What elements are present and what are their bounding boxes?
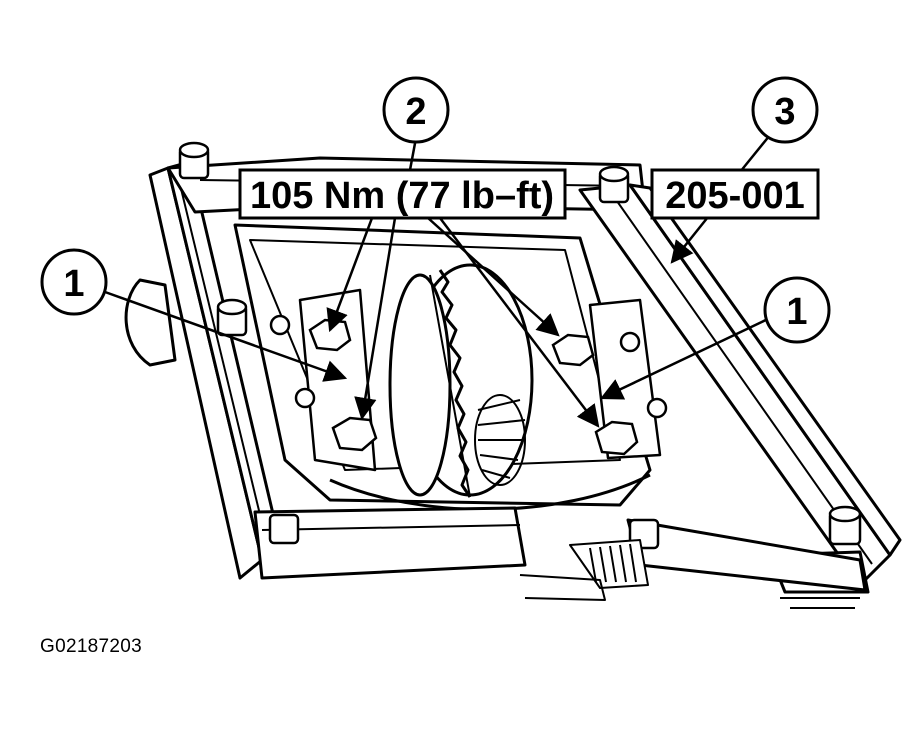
bottom-clamp-bars <box>253 506 867 601</box>
torque-spec-box: 105 Nm (77 lb–ft) <box>238 168 567 220</box>
callout-3: 3 <box>751 76 819 144</box>
leader-lines <box>104 134 771 428</box>
tool-number-text: 205-001 <box>665 175 804 217</box>
callout-2-label: 2 <box>405 91 426 133</box>
callout-1-right: 1 <box>763 276 831 344</box>
tool-number-box: 205-001 <box>650 168 820 220</box>
bolts <box>178 141 862 546</box>
callout-1-left: 1 <box>40 248 108 316</box>
callout-1-left-label: 1 <box>63 263 84 305</box>
torque-spec-text: 105 Nm (77 lb–ft) <box>250 175 554 217</box>
callout-1-right-label: 1 <box>786 291 807 333</box>
callout-3-label: 3 <box>774 91 795 133</box>
figure-id: G02187203 <box>40 636 143 657</box>
callout-2: 2 <box>382 76 450 144</box>
